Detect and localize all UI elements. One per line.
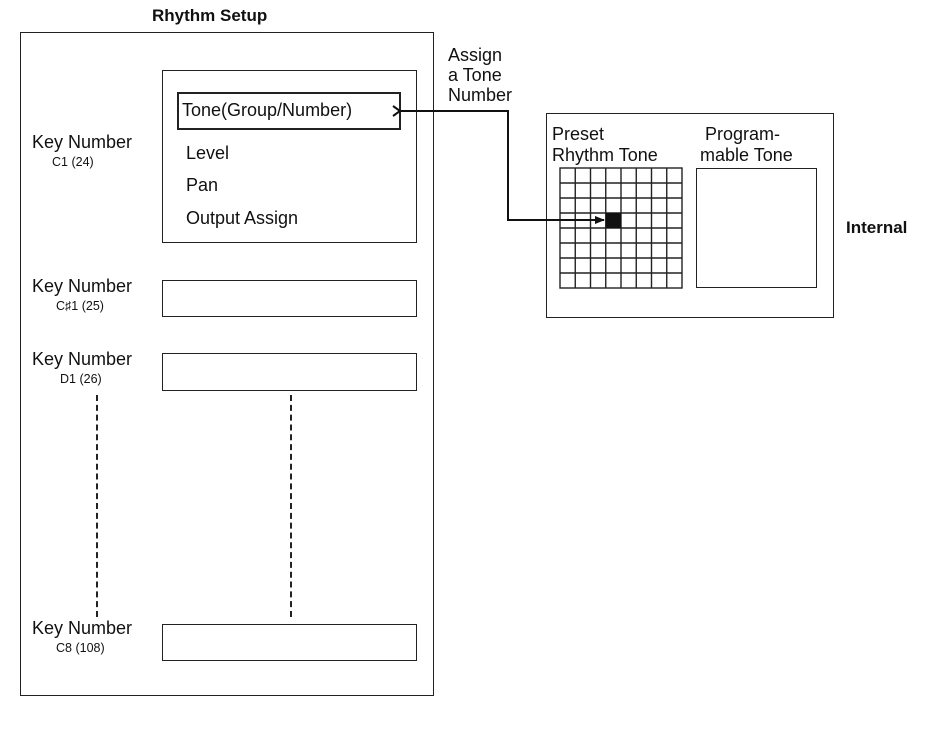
- programmable-label-line2: mable Tone: [700, 145, 793, 165]
- preset-rhythm-tone-grid[interactable]: [559, 167, 683, 289]
- programmable-tone-area[interactable]: [696, 168, 817, 288]
- assign-connector-arrow: [401, 110, 605, 224]
- internal-label: Internal: [846, 218, 908, 237]
- level-param[interactable]: Level: [186, 143, 230, 163]
- assign-label-line2: a Tone: [448, 65, 502, 85]
- continuation-dash-left: [96, 395, 98, 617]
- key-number-label-c1: Key Number: [32, 132, 133, 152]
- output-assign-param[interactable]: Output Assign: [186, 208, 299, 228]
- key-c8-box[interactable]: [162, 624, 417, 661]
- assign-label-line3: Number: [448, 85, 513, 105]
- key-note-d1: D1 (26): [60, 372, 102, 386]
- preset-label-line2: Rhythm Tone: [552, 145, 658, 165]
- key-number-label-cs1: Key Number: [32, 276, 133, 296]
- key-note-c8: C8 (108): [56, 641, 105, 655]
- tone-field-arrow-icon: [392, 105, 402, 117]
- pan-param[interactable]: Pan: [186, 175, 219, 195]
- programmable-label-line1: Program-: [705, 124, 781, 144]
- key-note-c1: C1 (24): [52, 155, 94, 169]
- key-number-label-c8: Key Number: [32, 618, 133, 638]
- rhythm-setup-title: Rhythm Setup: [152, 6, 268, 25]
- selected-tone-cell[interactable]: [606, 213, 621, 228]
- tone-group-number-field[interactable]: [177, 92, 401, 130]
- key-number-label-d1: Key Number: [32, 349, 133, 369]
- key-note-cs1: C♯1 (25): [56, 299, 104, 313]
- assign-label-line1: Assign: [448, 45, 503, 65]
- key-d1-box[interactable]: [162, 353, 417, 391]
- key-cs1-box[interactable]: [162, 280, 417, 317]
- preset-label-line1: Preset: [552, 124, 605, 144]
- tone-group-number-label: Tone(Group/Number): [182, 100, 353, 120]
- continuation-dash-right: [290, 395, 292, 617]
